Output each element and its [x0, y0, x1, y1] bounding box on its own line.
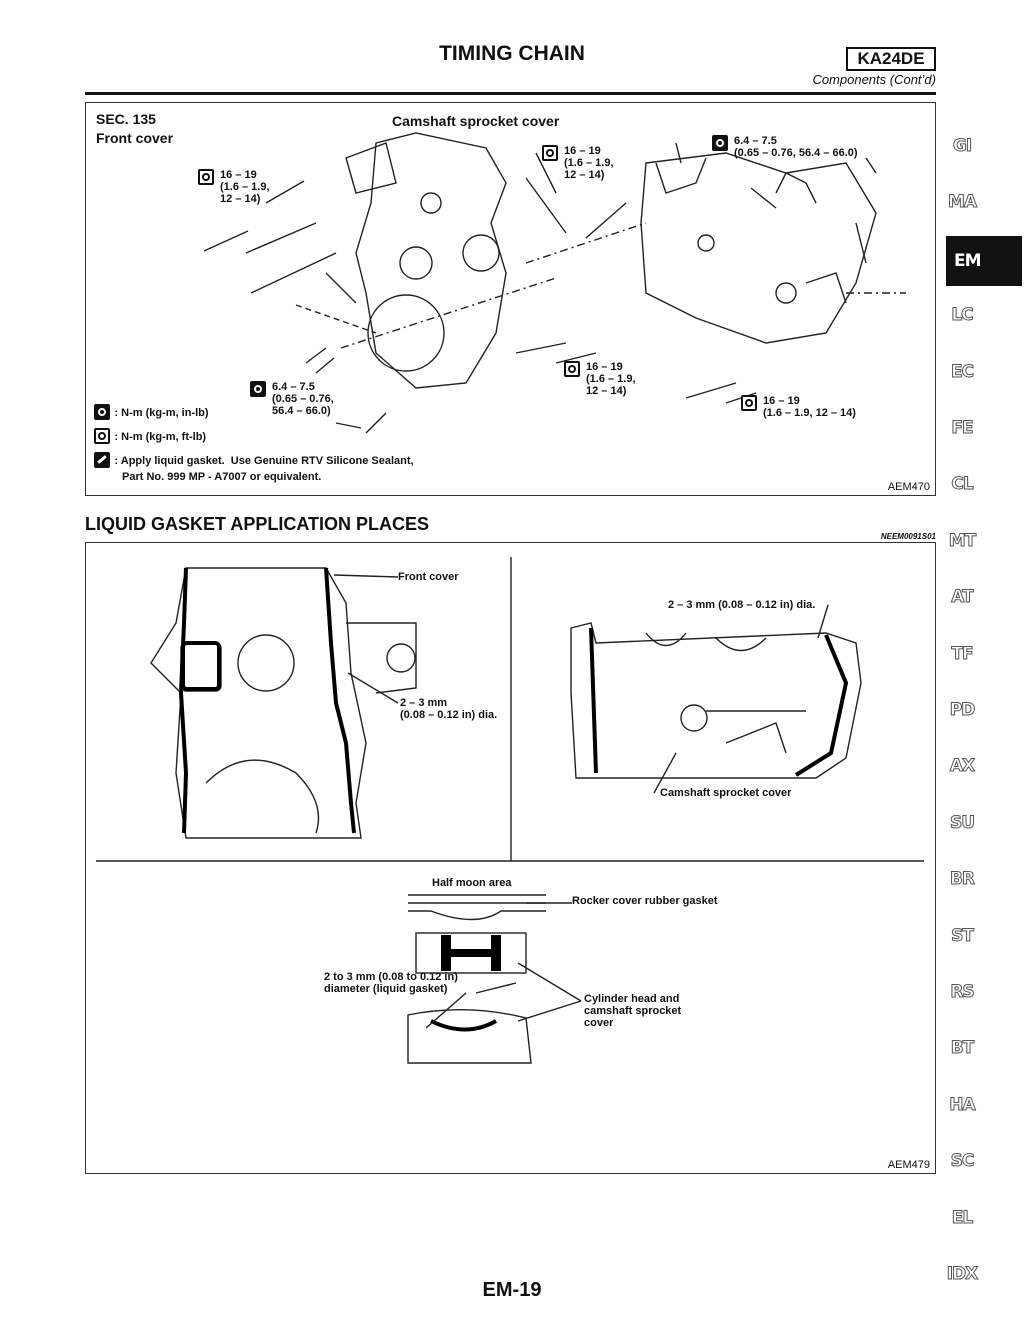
torque-spec-b: 16 – 19 (1.6 – 1.9, 12 – 14) — [542, 145, 614, 181]
section-tab-bt[interactable]: BT — [950, 1038, 975, 1059]
bead-size-left: 2 – 3 mm (0.08 – 0.12 in) dia. — [400, 697, 498, 721]
section-tab-el[interactable]: EL — [951, 1207, 973, 1228]
bead-diameter-label: 2 to 3 mm (0.08 to 0.12 in) diameter (li… — [324, 971, 458, 995]
section-tab-idx[interactable]: IDX — [946, 1264, 979, 1285]
section-tab-ha[interactable]: HA — [949, 1094, 976, 1115]
section-tab-su[interactable]: SU — [949, 812, 975, 833]
section-reference: NEEM0091S01 — [880, 532, 936, 541]
torque-spec-d: 16 – 19 (1.6 – 1.9, 12 – 14) — [564, 361, 636, 397]
section-tab-lc[interactable]: LC — [951, 305, 974, 326]
section-tab-em[interactable]: EM — [946, 236, 1022, 286]
section-number: SEC. 135 — [96, 111, 156, 127]
section-tab-pd[interactable]: PD — [949, 700, 976, 721]
torque-spec-f: 6.4 – 7.5 (0.65 – 0.76, 56.4 – 66.0) — [250, 381, 334, 417]
components-drawing — [203, 132, 906, 434]
gasket-figure: Front cover 2 – 3 mm (0.08 – 0.12 in) di… — [85, 542, 936, 1174]
torque-ftlb-icon — [542, 145, 558, 161]
torque-spec-a: 16 – 19 (1.6 – 1.9, 12 – 14) — [198, 169, 270, 205]
engine-code-badge: KA24DE — [846, 47, 936, 71]
figure-id: AEM479 — [887, 1159, 930, 1171]
liquid-gasket-icon — [94, 451, 110, 468]
front-cover-label: Front cover — [96, 130, 174, 146]
torque-ftlb-icon — [94, 427, 110, 444]
torque-inlb-icon — [94, 403, 110, 420]
section-tab-cl[interactable]: CL — [951, 474, 974, 495]
section-tab-rs[interactable]: RS — [950, 982, 975, 1003]
bead-size-right: 2 – 3 mm (0.08 – 0.12 in) dia. — [668, 599, 816, 611]
legend-nm-inlb: : N-m (kg-m, in-lb) — [114, 407, 209, 419]
legend-gasket-line1: : Apply liquid gasket. Use Genuine RTV S… — [114, 455, 414, 467]
torque-ftlb-icon — [198, 169, 214, 185]
torque-ftlb-icon — [741, 395, 757, 411]
camshaft-cover-label: Camshaft sprocket cover — [392, 113, 560, 129]
torque-ftlb-icon — [564, 361, 580, 377]
rocker-gasket-label: Rocker cover rubber gasket — [572, 895, 718, 907]
section-tab-sc[interactable]: SC — [950, 1151, 975, 1172]
section-tab-st[interactable]: ST — [951, 925, 975, 946]
section-tab-at[interactable]: AT — [951, 587, 974, 608]
legend: : N-m (kg-m, in-lb) : N-m (kg-m, ft-lb) … — [94, 403, 414, 483]
section-tab-ma[interactable]: MA — [947, 192, 977, 213]
half-moon-label: Half moon area — [432, 877, 512, 889]
section-title: LIQUID GASKET APPLICATION PLACES — [85, 514, 430, 534]
front-cover-label: Front cover — [398, 571, 459, 583]
torque-spec-e: 16 – 19 (1.6 – 1.9, 12 – 14) — [741, 395, 856, 419]
torque-inlb-icon — [712, 135, 728, 151]
components-figure: SEC. 135 Front cover Camshaft sprocket c… — [85, 102, 936, 584]
gasket-drawing — [96, 557, 924, 1064]
section-tab-br[interactable]: BR — [949, 869, 975, 890]
figure-id: AEM470 — [887, 481, 930, 493]
header-rule — [85, 92, 936, 95]
section-tab-tf[interactable]: TF — [951, 643, 974, 664]
section-tab-ec[interactable]: EC — [950, 361, 974, 382]
section-tab-mt[interactable]: MT — [948, 530, 977, 551]
section-tab-gi[interactable]: GI — [952, 136, 972, 157]
page-subtitle: Components (Cont’d) — [812, 72, 936, 87]
legend-gasket-line2: Part No. 999 MP - A7007 or equivalent. — [122, 471, 322, 483]
torque-inlb-icon — [250, 381, 266, 397]
torque-spec-c: 6.4 – 7.5 (0.65 – 0.76, 56.4 – 66.0) — [712, 135, 858, 159]
page-title: TIMING CHAIN — [439, 42, 585, 65]
cylinder-head-label: Cylinder head and camshaft sprocket cove… — [584, 993, 682, 1029]
legend-nm-ftlb: : N-m (kg-m, ft-lb) — [114, 431, 207, 443]
camshaft-cover-label: Camshaft sprocket cover — [660, 787, 792, 799]
section-tab-ax[interactable]: AX — [949, 756, 975, 777]
section-tab-fe[interactable]: FE — [951, 418, 974, 439]
page-number: EM-19 — [482, 1279, 542, 1301]
